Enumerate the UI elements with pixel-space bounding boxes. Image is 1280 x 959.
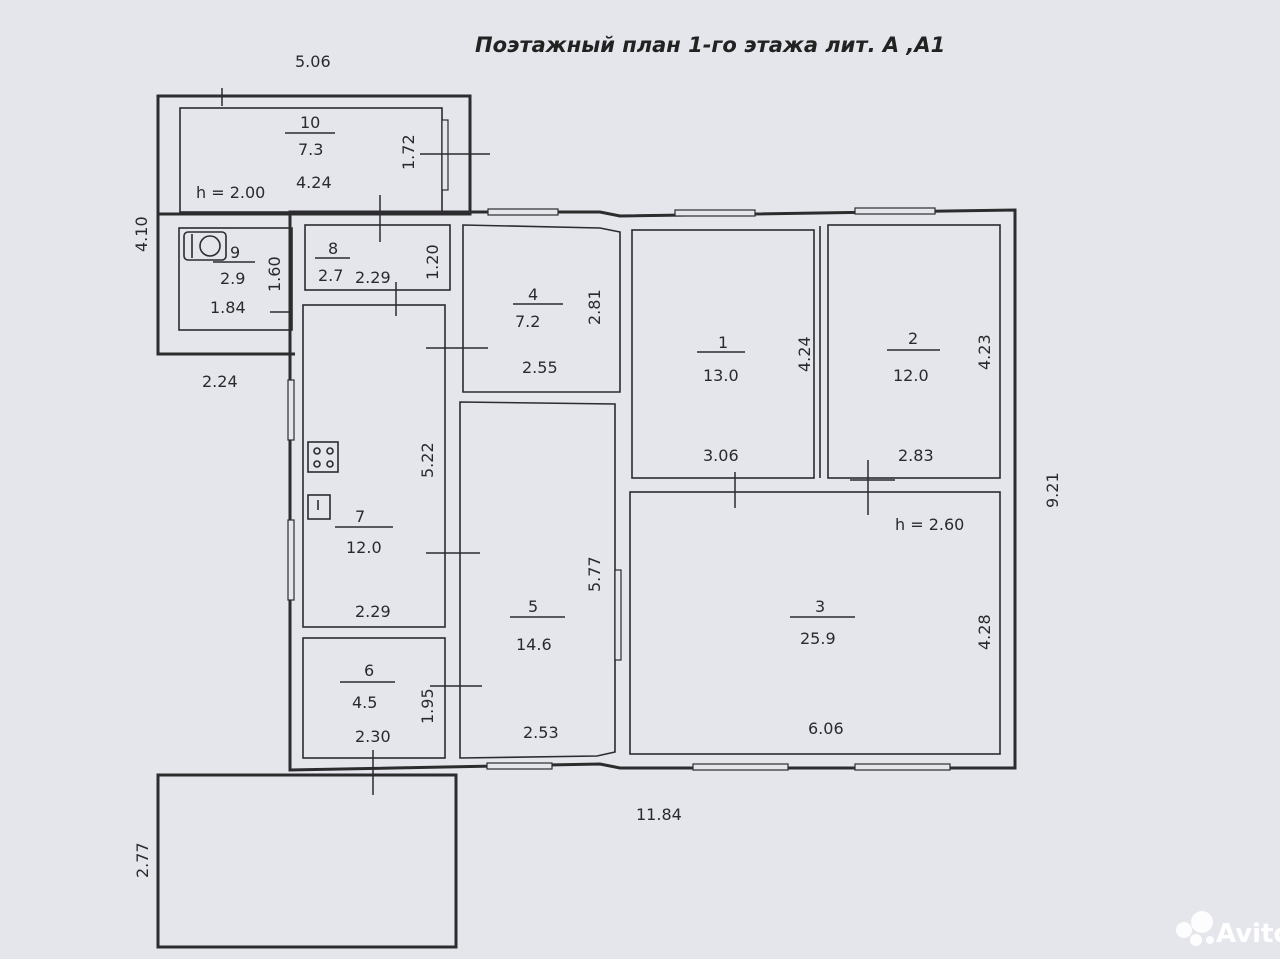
room-6-outline xyxy=(302,637,446,759)
room-10-number: 10 xyxy=(300,113,320,132)
room-labels: 10 7.3 9 2.9 8 2.7 4 7.2 1 13.0 2 12.0 7… xyxy=(220,113,929,712)
dim-r7-h: 5.22 xyxy=(418,442,437,478)
dim-r6-h: 1.95 xyxy=(418,688,437,724)
stove-icon xyxy=(307,441,339,473)
dim-r2-w: 2.83 xyxy=(898,446,934,465)
dim-r2-h: 4.23 xyxy=(975,334,994,370)
room-4-outline xyxy=(462,224,621,393)
room-outlines xyxy=(302,224,1001,759)
room-8-number: 8 xyxy=(328,239,338,258)
dim-r4-w: 2.55 xyxy=(522,358,558,377)
room-3-area: 25.9 xyxy=(800,629,836,648)
dim-r7-w: 2.29 xyxy=(355,602,391,621)
height-annex: h = 2.00 xyxy=(196,183,265,202)
dim-r8-w: 2.29 xyxy=(355,268,391,287)
dim-r5-w: 2.53 xyxy=(523,723,559,742)
dim-r3-h: 4.28 xyxy=(975,614,994,650)
room-fraction-lines xyxy=(213,132,940,683)
toilet-icon xyxy=(183,231,227,261)
room-9-number: 9 xyxy=(230,243,240,262)
room-7-number: 7 xyxy=(355,507,365,526)
door-ticks xyxy=(221,88,895,795)
room-1-area: 13.0 xyxy=(703,366,739,385)
windows xyxy=(287,119,951,771)
dim-r5-h: 5.77 xyxy=(585,556,604,592)
room-2-area: 12.0 xyxy=(893,366,929,385)
room-4-number: 4 xyxy=(528,285,538,304)
dim-r4-h: 2.81 xyxy=(585,289,604,325)
room-3-outline xyxy=(629,491,1001,755)
room-5-outline xyxy=(459,401,616,759)
room-5-number: 5 xyxy=(528,597,538,616)
main-walls xyxy=(288,208,1017,772)
room-4-area: 7.2 xyxy=(515,312,540,331)
dimension-labels: 5.06 4.24 2.29 1.84 2.24 2.55 3.06 2.83 … xyxy=(202,52,934,824)
dim-r3-w: 6.06 xyxy=(808,719,844,738)
porch-outline xyxy=(156,773,458,949)
dim-r10-h: 1.72 xyxy=(399,134,418,170)
height-main: h = 2.60 xyxy=(895,515,964,534)
room-8-area: 2.7 xyxy=(318,266,343,285)
dim-bottom-width: 11.84 xyxy=(636,805,682,824)
room-3-number: 3 xyxy=(815,597,825,616)
dim-r1-h: 4.24 xyxy=(795,336,814,372)
dim-r8-h: 1.20 xyxy=(423,244,442,280)
dim-r10-w: 4.24 xyxy=(296,173,332,192)
avito-watermark-text: Avito xyxy=(1216,919,1280,949)
dim-r9-w: 1.84 xyxy=(210,298,246,317)
dim-top-width: 5.06 xyxy=(295,52,331,71)
room-2-outline xyxy=(827,224,1001,479)
avito-watermark: Avito xyxy=(1176,911,1280,949)
room-5-area: 14.6 xyxy=(516,635,552,654)
avito-logo-icon xyxy=(1176,911,1214,946)
dim-ext-left-width: 2.24 xyxy=(202,372,238,391)
plan-title: Поэтажный план 1-го этажа лит. А ,А1 xyxy=(475,33,945,57)
room-8-outline xyxy=(304,224,451,291)
sink-icon xyxy=(307,494,331,520)
room-2-number: 2 xyxy=(908,329,918,348)
room-7-outline xyxy=(302,304,446,628)
room-10-area: 7.3 xyxy=(298,140,323,159)
dim-r1-w: 3.06 xyxy=(703,446,739,465)
room-9-area: 2.9 xyxy=(220,269,245,288)
dim-r9-h: 1.60 xyxy=(265,256,284,292)
room-6-area: 4.5 xyxy=(352,693,377,712)
dim-ext-bottom: 2.77 xyxy=(133,842,152,878)
vertical-dimension-labels: 4.10 1.72 1.20 1.60 2.81 4.24 4.23 5.22 … xyxy=(132,134,1062,878)
room-7-area: 12.0 xyxy=(346,538,382,557)
dim-left-height: 4.10 xyxy=(132,216,151,252)
dim-r6-w: 2.30 xyxy=(355,727,391,746)
room-6-number: 6 xyxy=(364,661,374,680)
room-1-number: 1 xyxy=(718,333,728,352)
dim-right-height: 9.21 xyxy=(1043,472,1062,508)
room-1-outline xyxy=(631,229,815,479)
